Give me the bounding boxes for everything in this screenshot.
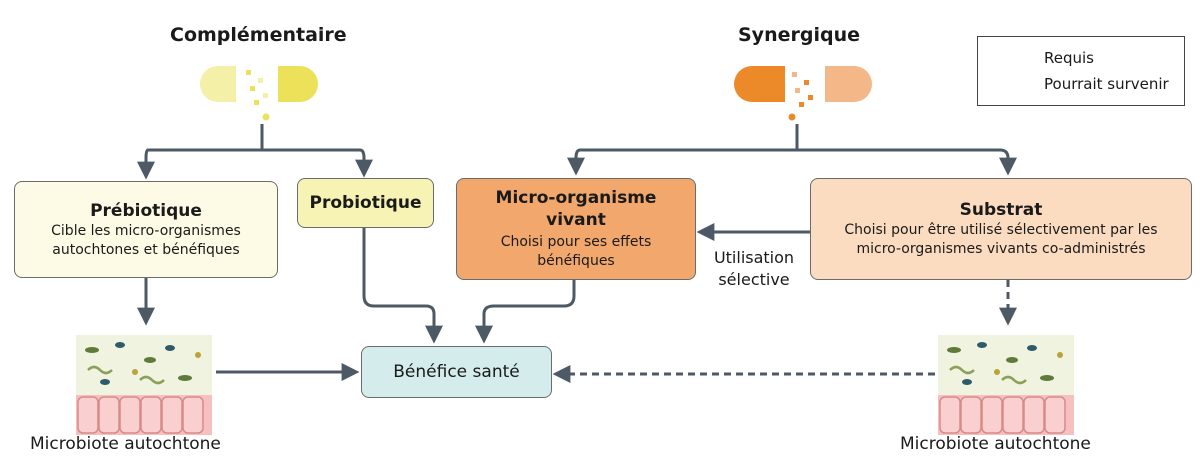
heading-synergistic: Synergique [738, 24, 860, 46]
substrate-title: Substrat [959, 200, 1043, 220]
live-microorganism-box: Micro-organisme vivant Choisi pour ses e… [456, 178, 696, 280]
selective-use-label: Utilisation sélective [713, 248, 795, 289]
arrow-to-substrate [797, 148, 1017, 176]
probiotic-box: Probiotique [297, 178, 434, 228]
health-benefit-title: Bénéfice santé [393, 362, 520, 382]
microbiota-left-label: Microbiote autochtone [30, 434, 221, 454]
probiotic-title: Probiotique [309, 193, 422, 213]
arrow-to-prebiotic [137, 124, 264, 180]
prebiotic-title: Prébiotique [90, 200, 202, 221]
legend: Requis Pourrait survenir [977, 36, 1185, 106]
prebiotic-description: Cible les micro-organismes autochtones e… [51, 222, 241, 258]
substrate-description: Choisi pour être utilisé sélectivement p… [844, 222, 1158, 257]
health-benefit-box: Bénéfice santé [361, 346, 552, 398]
live-microorganism-description: Choisi pour ses effets bénéfiques [500, 234, 652, 269]
substrate-box: Substrat Choisi pour être utilisé sélect… [810, 178, 1192, 280]
arrow-to-probiotic [262, 148, 373, 178]
legend-required-label: Requis [1044, 49, 1094, 67]
arrow-probiotic-to-benefit [362, 228, 443, 344]
heading-complementary: Complémentaire [170, 24, 347, 46]
capsule-synergistic-icon [734, 66, 872, 121]
legend-possible-label: Pourrait survenir [1044, 75, 1169, 93]
microbiota-right-label: Microbiote autochtone [900, 434, 1091, 454]
prebiotic-box: Prébiotique Cible les micro-organismes a… [14, 181, 278, 278]
microbiota-right-icon [938, 335, 1074, 435]
arrow-to-live [567, 124, 799, 176]
capsule-complementary-icon [200, 66, 318, 121]
arrow-live-to-benefit [475, 280, 576, 344]
live-microorganism-title: Micro-organisme vivant [495, 188, 657, 230]
microbiota-left-icon [76, 335, 212, 435]
